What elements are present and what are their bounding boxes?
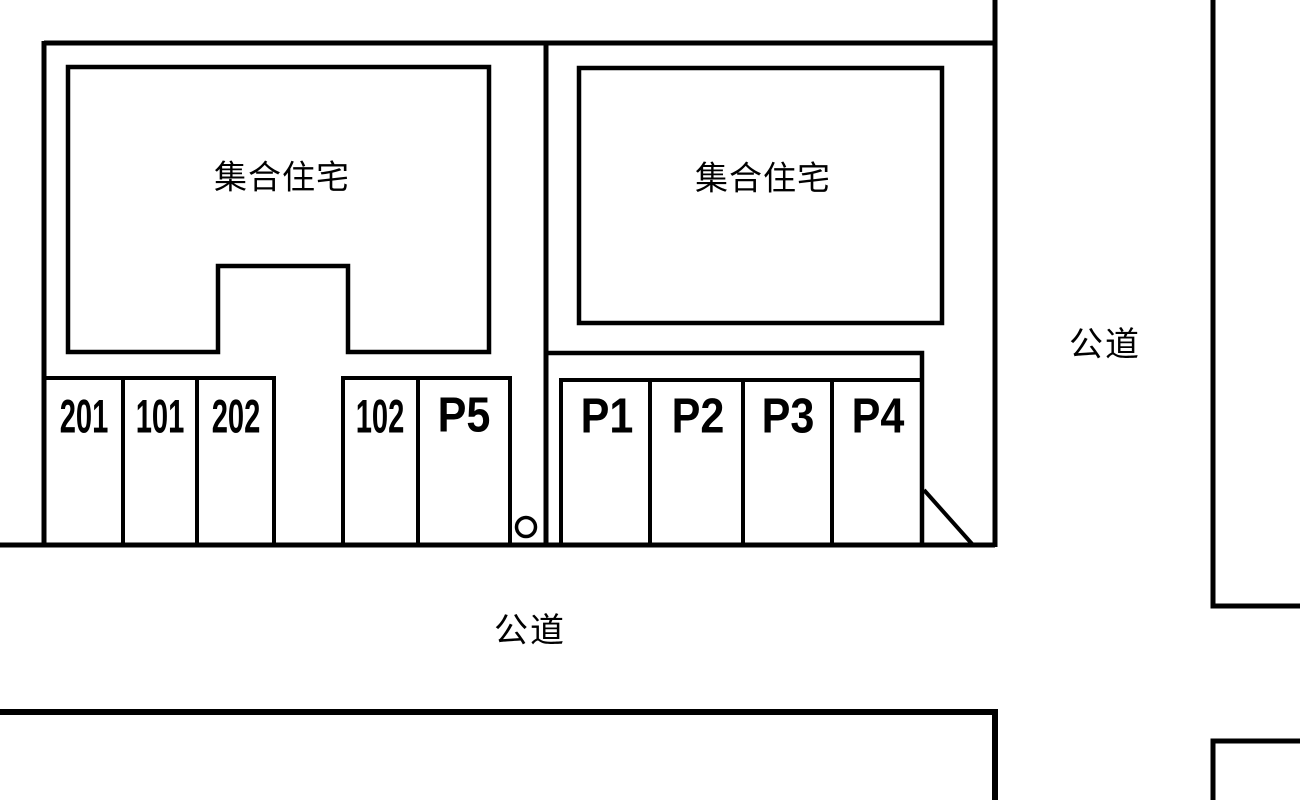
pole-marker-circle <box>514 515 538 539</box>
southeast-neighbor-block-outline <box>1210 738 1300 800</box>
left-building-label: 集合住宅 <box>214 158 350 196</box>
parking-space-label-P5: P5 <box>437 388 491 443</box>
parking-group-left-a <box>42 376 276 547</box>
parking-space-label-P1: P1 <box>580 389 634 444</box>
parking-space-label-102: 102 <box>355 389 405 443</box>
right-building-label: 集合住宅 <box>695 159 831 197</box>
parking-space-label-P4: P4 <box>851 389 905 444</box>
parking-space-label-P3: P3 <box>761 389 815 444</box>
right-building-outline <box>576 65 945 326</box>
left-building-outline <box>65 64 492 355</box>
parking-space-label-202: 202 <box>211 389 261 443</box>
south-neighbor-block-outline <box>0 709 998 800</box>
parking-space-label-101: 101 <box>135 389 185 443</box>
corner-diagonal-line <box>922 488 975 547</box>
parking-group-left-b <box>341 376 512 547</box>
parking-space-label-P2: P2 <box>671 389 725 444</box>
east-neighbor-block-outline <box>1210 0 1300 609</box>
parking-space-label-201: 201 <box>59 389 109 443</box>
road-label-east: 公道 <box>1069 326 1141 364</box>
road-label-south: 公道 <box>494 612 566 650</box>
